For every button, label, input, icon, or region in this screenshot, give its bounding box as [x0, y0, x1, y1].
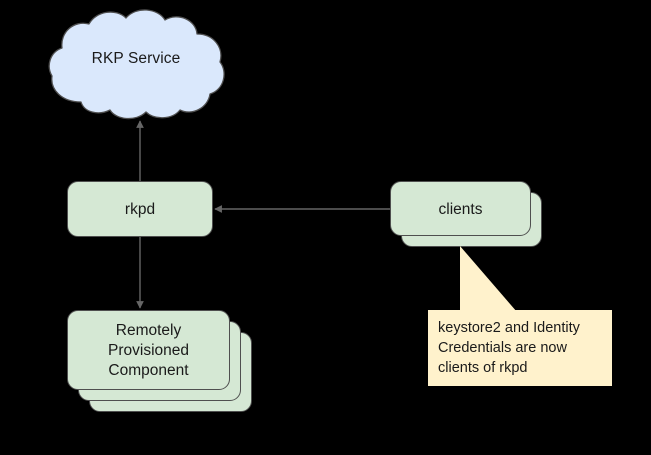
node-rpc-label-line-2: Provisioned	[108, 342, 189, 359]
node-remotely-provisioned-component-stack[interactable]: Remotely Provisioned Component	[67, 310, 273, 412]
node-rkpd[interactable]: rkpd	[67, 181, 213, 237]
node-rkpd-label: rkpd	[124, 201, 156, 218]
node-rpc-label-line-1: Remotely	[115, 322, 182, 339]
node-rpc-layer-front[interactable]: Remotely Provisioned Component	[67, 310, 230, 390]
cloud-icon	[48, 9, 225, 120]
node-clients-layer-front[interactable]: clients	[390, 181, 531, 236]
node-rpc-label-line-3: Component	[108, 362, 189, 379]
callout-note-text: keystore2 and Identity Credentials are n…	[438, 320, 580, 376]
callout-note[interactable]: keystore2 and Identity Credentials are n…	[428, 310, 612, 386]
node-clients-label: clients	[438, 201, 483, 218]
node-rkp-service[interactable]: RKP Service	[44, 6, 228, 120]
callout-pointer	[460, 246, 517, 312]
node-rkp-service-label: RKP Service	[91, 50, 181, 67]
node-clients-stack[interactable]: clients	[390, 181, 542, 247]
